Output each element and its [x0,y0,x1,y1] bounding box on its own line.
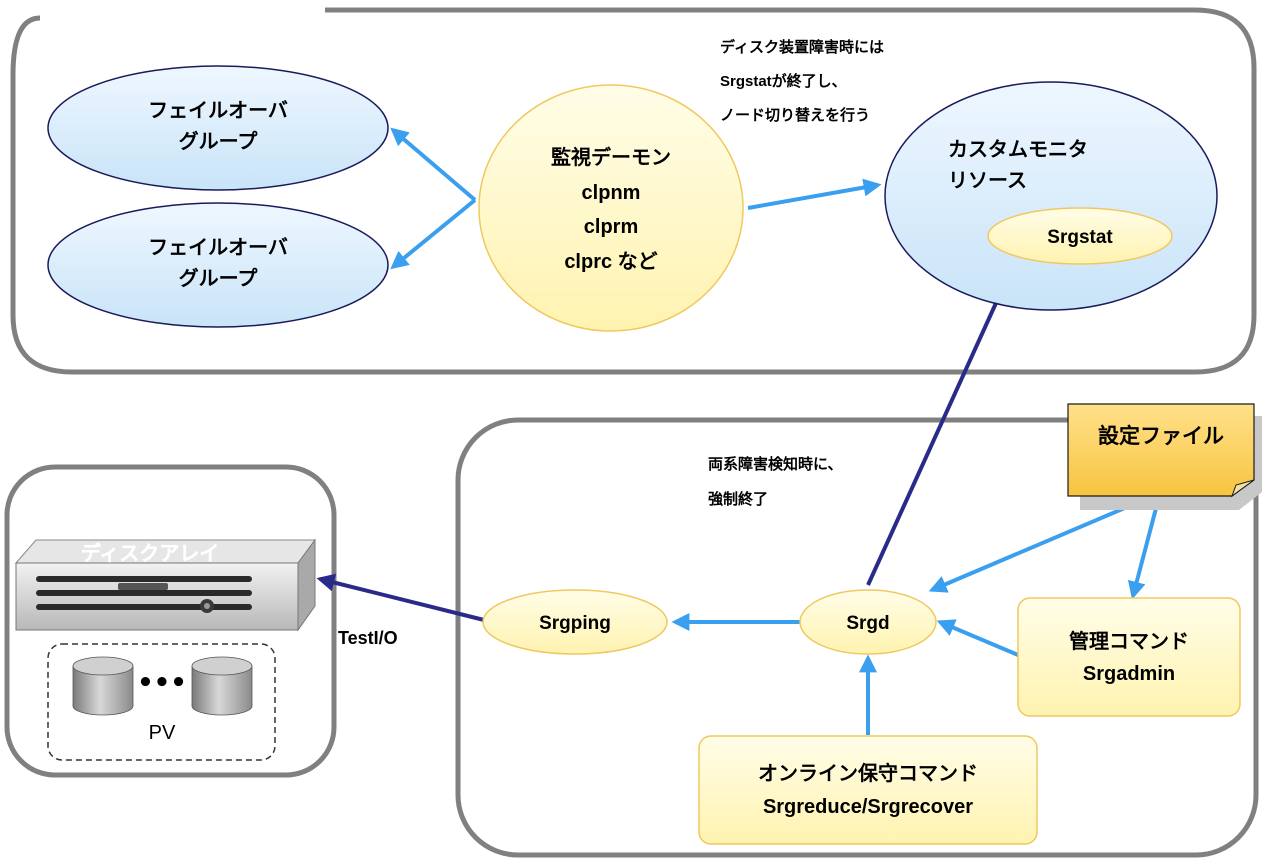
monitor-daemon-clprm: clprm [584,216,638,238]
arrow-admin-to-srgd [936,619,1019,657]
srgd: Srgd [799,589,937,655]
pv-label: PV [149,722,176,744]
monitor-daemon-title: 監視デーモン [551,145,671,169]
srgstat-label: Srgstat [1047,227,1113,248]
both-failure-note-line2: 強制終了 [708,490,768,508]
custom-monitor-resource: カスタムモニタ リソース [884,81,1218,311]
disk-array-hardware: ディスクアレイ [14,538,316,632]
config-file: 設定ファイル [1067,403,1262,510]
srg-container-bottom [455,417,1259,858]
pv-ellipsis: ••• [137,668,187,698]
failover-group-1-line2: グループ [179,129,259,153]
disk-failure-note-line1: ディスク装置障害時には [720,38,884,56]
monitor-daemon-clpnm: clpnm [582,182,641,204]
arrow-daemon-to-custom-monitor [747,178,882,210]
failover-group-2-line1: フェイルオーバ [148,236,288,259]
disk-failure-note-line2: Srgstatが終了し、 [720,72,847,90]
online-maintenance-line1: オンライン保守コマンド [758,761,978,785]
arrow-srgd-to-srgstat [866,266,1014,586]
both-failure-note: 両系障害検知時に、 強制終了 [708,455,843,508]
online-maintenance-command: オンライン保守コマンド Srgreduce/Srgrecover [698,735,1038,845]
srgping: Srgping [482,589,668,655]
srgstat: Srgstat [987,207,1173,265]
disk-failure-note-line3: ノード切り替えを行う [720,106,870,124]
cluster-container-top [10,7,1257,375]
admin-command-line1: 管理コマンド [1069,629,1189,653]
custom-monitor-line2: リソース [948,170,1027,192]
both-failure-note-line1: 両系障害検知時に、 [708,455,843,473]
arrow-daemon-to-group2 [390,198,477,270]
custom-monitor-line1: カスタムモニタ [948,138,1088,161]
arrows [316,127,1162,735]
monitor-daemon: 監視デーモン clpnm clprm clprc など [478,84,744,332]
monitor-daemon-clprc: clprc など [564,250,657,273]
srgping-label: Srgping [539,613,611,634]
failover-group-1: フェイルオーバ グループ [47,65,389,191]
config-file-label: 設定ファイル [1098,424,1224,448]
arrow-srgping-to-diskarray [316,573,485,622]
disk-failure-note: ディスク装置障害時には Srgstatが終了し、 ノード切り替えを行う [720,38,884,124]
online-maintenance-line2: Srgreduce/Srgrecover [763,796,973,818]
failover-group-2-line2: グループ [179,266,259,290]
testio-label: TestI/O [338,628,398,648]
arrow-config-to-admin [1127,492,1162,600]
admin-command: 管理コマンド Srgadmin [1017,597,1241,717]
disk-array-container [4,464,337,778]
srgd-label: Srgd [846,613,889,634]
pv-cylinder-1 [72,656,134,716]
admin-command-line2: Srgadmin [1083,663,1175,685]
failover-group-2: フェイルオーバ グループ [47,202,389,328]
pv-cylinder-2 [191,656,253,716]
arrow-daemon-to-group1 [390,127,477,202]
disk-array-label: ディスクアレイ [81,541,220,565]
pv-group: ••• PV [47,643,276,761]
failover-group-1-line1: フェイルオーバ [148,99,288,122]
